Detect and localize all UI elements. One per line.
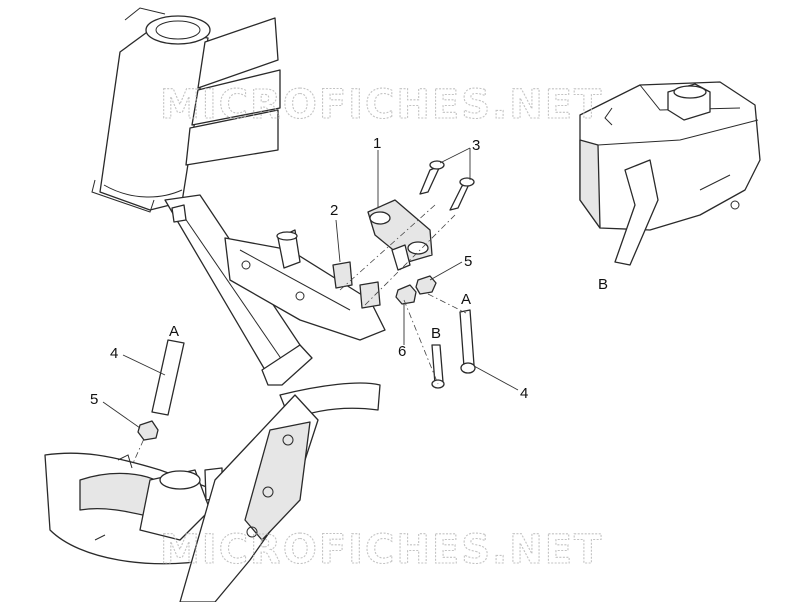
callout-4-right: 4 <box>520 385 528 402</box>
tank-assembly <box>579 81 761 266</box>
callout-2: 2 <box>330 202 338 219</box>
leader-lines <box>102 147 519 429</box>
callout-5-left: 5 <box>90 391 98 408</box>
watermark-top: MICROFICHES.NET <box>160 82 603 128</box>
callout-b-mid: B <box>431 325 441 342</box>
callout-b-tank: B <box>598 276 608 293</box>
left-hose-assembly <box>137 339 185 441</box>
exhaust-assembly <box>179 382 381 602</box>
callout-1: 1 <box>373 135 381 152</box>
callout-a-right: A <box>461 291 471 308</box>
callout-5-right: 5 <box>464 253 472 270</box>
callout-4-left: 4 <box>110 345 118 362</box>
pump-assembly <box>129 160 476 471</box>
callout-3: 3 <box>472 137 480 154</box>
frame-assembly <box>91 7 386 386</box>
callout-6: 6 <box>398 343 406 360</box>
engine-assembly <box>44 452 223 565</box>
watermark-bottom: MICROFICHES.NET <box>160 527 603 573</box>
callout-a-left: A <box>169 323 179 340</box>
